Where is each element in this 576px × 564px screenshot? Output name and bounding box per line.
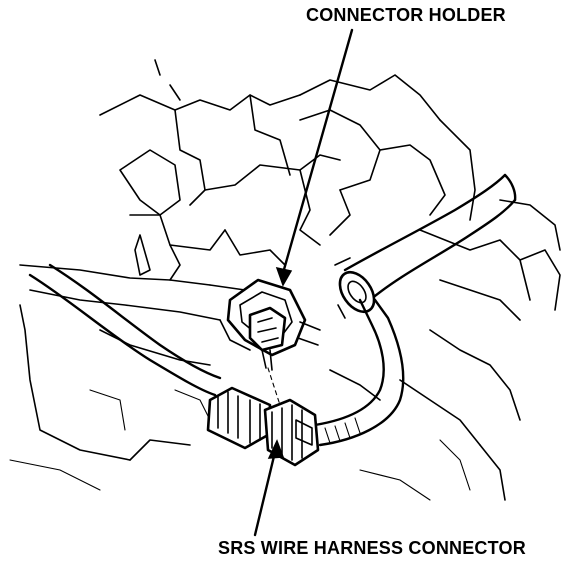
connector-holder-bracket [226,278,321,371]
alignment-dashed-line [267,367,281,406]
srs-connector-leader [253,439,285,537]
wire-harness-right [313,298,405,447]
srs-connector-body [206,386,320,467]
wire-harness-left [28,263,222,397]
connector-holder-leader [275,28,354,287]
coolant-hose [334,173,517,319]
connector-holder-label: CONNECTOR HOLDER [306,5,506,25]
srs-wire-harness-connector-label: SRS WIRE HARNESS CONNECTOR [218,538,526,558]
engine-background-outline [9,59,561,501]
